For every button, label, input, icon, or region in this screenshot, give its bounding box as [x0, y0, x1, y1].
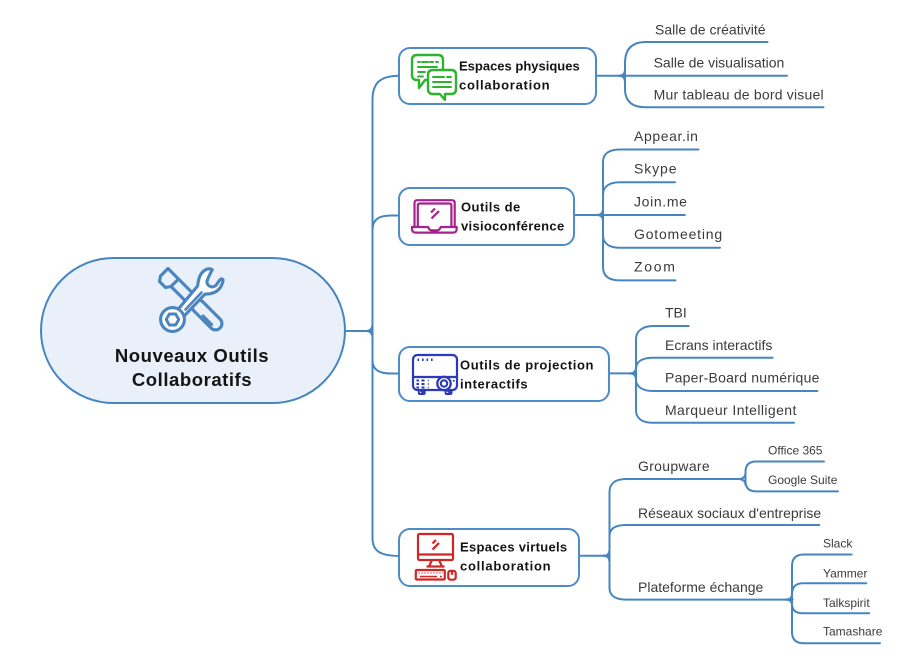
- svg-text:Office 365: Office 365: [768, 444, 823, 458]
- svg-text:Gotomeeting: Gotomeeting: [634, 226, 723, 242]
- svg-text:TBI: TBI: [665, 305, 687, 321]
- svg-text:Outils de: Outils de: [461, 200, 521, 215]
- svg-text:Nouveaux Outils: Nouveaux Outils: [115, 345, 269, 366]
- svg-text:Appear.in: Appear.in: [634, 128, 699, 144]
- svg-text:collaboration: collaboration: [460, 558, 551, 573]
- svg-text:Talkspirit: Talkspirit: [823, 596, 870, 610]
- svg-text:Paper-Board numérique: Paper-Board numérique: [665, 370, 820, 386]
- svg-text:Skype: Skype: [634, 161, 677, 177]
- svg-text:Salle de créativité: Salle de créativité: [655, 22, 766, 38]
- svg-text:Ecrans interactifs: Ecrans interactifs: [665, 337, 772, 353]
- svg-text:Plateforme échange: Plateforme échange: [638, 579, 764, 595]
- svg-text:visioconférence: visioconférence: [461, 219, 565, 234]
- svg-text:Join.me: Join.me: [634, 193, 688, 209]
- svg-text:Salle de visualisation: Salle de visualisation: [654, 55, 785, 71]
- svg-text:Marqueur Intelligent: Marqueur Intelligent: [665, 402, 797, 418]
- svg-text:Outils de projection: Outils de projection: [460, 357, 594, 372]
- svg-text:Zoom: Zoom: [634, 259, 677, 275]
- svg-text:Mur tableau de bord visuel: Mur tableau de bord visuel: [654, 87, 824, 103]
- svg-text:Slack: Slack: [823, 536, 853, 550]
- svg-text:Tamashare: Tamashare: [823, 625, 883, 639]
- svg-text:Google Suite: Google Suite: [768, 473, 838, 487]
- svg-text:Espaces virtuels: Espaces virtuels: [460, 539, 567, 554]
- svg-text:Groupware: Groupware: [638, 458, 710, 474]
- svg-text:Espaces physiques: Espaces physiques: [459, 59, 580, 74]
- svg-text:collaboration: collaboration: [459, 78, 550, 93]
- svg-text:interactifs: interactifs: [460, 377, 528, 392]
- svg-text:Collaboratifs: Collaboratifs: [132, 369, 252, 390]
- svg-text:Réseaux sociaux d'entreprise: Réseaux sociaux d'entreprise: [638, 505, 821, 521]
- svg-text:Yammer: Yammer: [823, 567, 867, 581]
